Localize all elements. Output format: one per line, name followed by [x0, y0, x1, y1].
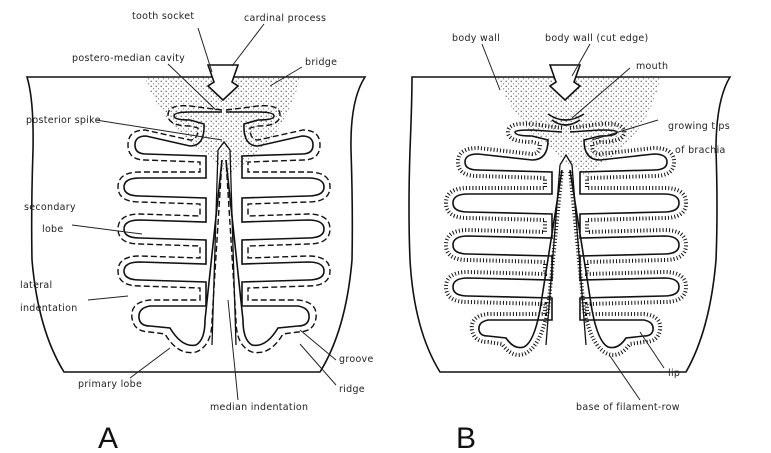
panel-b: body wall body wall (cut edge) mouth gro…: [409, 33, 730, 453]
label-lateral: lateral: [20, 280, 53, 291]
label-primary-lobe: primary lobe: [78, 379, 142, 390]
label-base-of-filament-row: base of filament-row: [576, 402, 680, 413]
label-groove: groove: [339, 354, 374, 365]
label-body-wall: body wall: [452, 33, 500, 44]
label-mouth: mouth: [636, 61, 668, 72]
label-lobe: lobe: [42, 224, 64, 235]
label-body-wall-cut-edge: body wall (cut edge): [545, 33, 649, 44]
label-of-brachia: of brachia: [675, 145, 726, 156]
label-tooth-socket: tooth socket: [132, 11, 194, 22]
label-median-indentation: median indentation: [210, 402, 308, 413]
label-ridge: ridge: [339, 384, 365, 395]
label-bridge: bridge: [305, 57, 337, 68]
label-cardinal-process: cardinal process: [244, 13, 326, 24]
label-growing-tips: growing tips: [668, 121, 730, 132]
panel-a-letter: A: [98, 422, 118, 453]
label-lip: lip: [668, 368, 680, 379]
panel-a: tooth socket cardinal process postero-me…: [20, 11, 374, 453]
panel-b-letter: B: [456, 422, 476, 453]
label-indentation: indentation: [20, 303, 78, 314]
label-posterior-spike: posterior spike: [26, 115, 101, 126]
label-postero-median-cavity: postero-median cavity: [72, 53, 185, 64]
label-secondary: secondary: [24, 202, 76, 213]
